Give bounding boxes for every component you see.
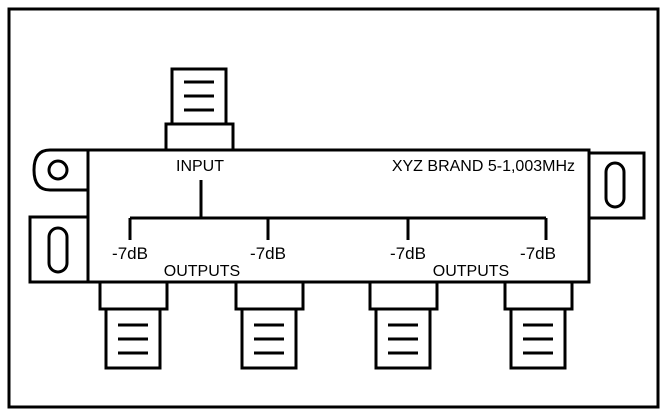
signal-tree — [128, 180, 548, 240]
left-mounting-tab-slot — [28, 215, 90, 284]
round-hole-icon — [47, 159, 69, 181]
right-mounting-tab-slot — [587, 151, 646, 220]
output-connector-1 — [98, 280, 169, 370]
slot-hole-icon — [47, 226, 69, 274]
output-level-4: -7dB — [520, 244, 556, 263]
slot-hole-icon — [604, 161, 626, 209]
output-connector-2 — [234, 280, 305, 370]
output-level-1: -7dB — [112, 244, 148, 263]
output-connector-4 — [503, 280, 574, 370]
outer-frame — [7, 7, 660, 409]
input-label: INPUT — [176, 158, 224, 175]
splitter-body — [86, 148, 591, 284]
outputs-label-right: OUTPUTS — [433, 263, 509, 280]
output-level-2: -7dB — [250, 244, 286, 263]
input-connector — [164, 67, 235, 152]
output-connector-3 — [368, 280, 439, 370]
left-mounting-tab-round — [32, 148, 88, 192]
output-level-3: -7dB — [390, 244, 426, 263]
outputs-label-left: OUTPUTS — [164, 263, 240, 280]
brand-label: XYZ BRAND 5-1,003MHz — [392, 158, 575, 175]
